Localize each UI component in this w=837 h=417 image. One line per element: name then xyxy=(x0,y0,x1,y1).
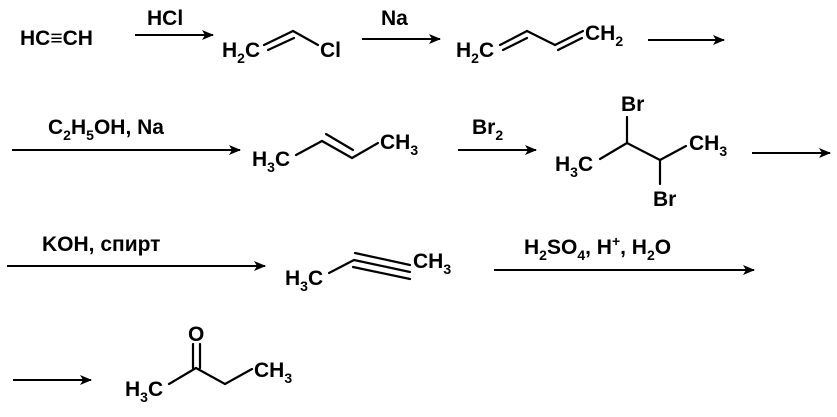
acetylene-formula: HC≡CH xyxy=(20,27,93,50)
2-3-dibromobutane: Br H3C CH3 Br xyxy=(555,93,727,211)
atom-right-ch3-label: CH3 xyxy=(254,359,292,386)
double-bond-outer xyxy=(262,29,295,47)
double-bond-1-outer xyxy=(498,29,529,47)
single-bond-left xyxy=(327,258,356,275)
atom-left-ch3-label: H3C xyxy=(125,378,163,405)
central-bond xyxy=(525,29,557,47)
double-bond-2-inner xyxy=(556,36,584,52)
bond-c2-c3 xyxy=(194,366,227,386)
atom-ch2-label: H2C xyxy=(222,39,260,66)
atom-right-ch2-label: CH2 xyxy=(585,22,623,49)
bond-c3-c4 xyxy=(223,367,254,386)
atom-left-ch3-label: H3C xyxy=(252,148,290,175)
double-bond-1-inner xyxy=(501,36,529,52)
single-bond-right xyxy=(350,141,380,160)
atom-br-bottom-label: Br xyxy=(653,188,676,211)
single-bond-left xyxy=(294,139,324,157)
atom-left-ch3-label: H3C xyxy=(555,153,593,180)
reagent-br2: Br2 xyxy=(472,116,503,143)
atom-left-ch2-label: H2C xyxy=(456,39,494,66)
atom-br-top-label: Br xyxy=(621,93,644,116)
reagent-na: Na xyxy=(381,7,408,30)
bond-c1-c2 xyxy=(167,366,198,386)
2-butene: H3C CH3 xyxy=(252,131,418,175)
double-bond-outer xyxy=(320,139,354,160)
atom-right-ch3-label: CH3 xyxy=(689,132,727,159)
atom-cl-label: Cl xyxy=(320,39,341,62)
triple-bond-center xyxy=(352,258,412,274)
triple-bond-upper xyxy=(353,251,412,267)
atom-right-ch3-label: CH3 xyxy=(413,250,451,277)
butanone: O H3C CH3 xyxy=(125,323,292,405)
atom-o-label: O xyxy=(188,323,204,346)
reagent-acid-hydration: H2SO4, H+, H2O xyxy=(524,233,671,263)
bond-c2-c3 xyxy=(625,141,662,162)
reagent-ethanol-na: C2H5OH, Na xyxy=(48,116,164,143)
double-bond-inner xyxy=(324,132,355,152)
reagent-koh-alcohol: KOH, спирт xyxy=(42,233,160,256)
vinyl-chloride: H2C Cl xyxy=(222,29,341,66)
atom-right-ch3-label: CH3 xyxy=(380,131,418,158)
double-bond-2-outer xyxy=(553,29,585,47)
double-bond-inner xyxy=(266,36,296,52)
reagent-hcl: HCl xyxy=(147,7,183,30)
butadiene: H2C CH2 xyxy=(456,22,623,66)
triple-bond-lower xyxy=(351,265,412,281)
atom-left-ch3-label: H3C xyxy=(285,267,323,294)
single-bond xyxy=(291,29,320,47)
bond-c3-c4 xyxy=(658,144,688,162)
2-butyne: H3C CH3 xyxy=(285,250,451,294)
bond-c1-c2 xyxy=(598,141,629,161)
